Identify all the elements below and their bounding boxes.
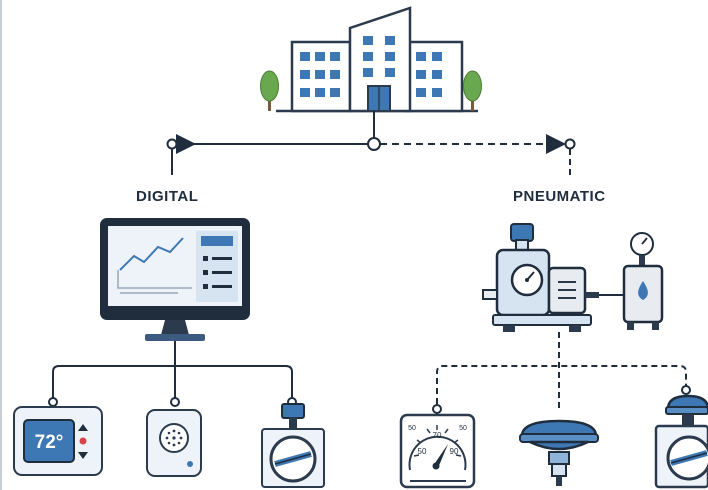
gauge-edge-tick-right: 50 — [459, 425, 467, 432]
window-edge — [0, 0, 2, 490]
air-tank-icon — [622, 232, 664, 330]
building-icon — [276, 6, 478, 113]
gauge-tick-90: 90 — [450, 447, 459, 456]
sensor-icon — [146, 409, 202, 477]
gauge-edge-tick-left: 50 — [408, 425, 416, 432]
connector-lines — [166, 111, 576, 176]
thermostat-display: 72° — [35, 432, 64, 453]
tree-icon — [260, 70, 279, 111]
chart-line-icon — [117, 237, 192, 294]
digital-wiring — [48, 341, 297, 407]
pneumatic-tubing — [436, 332, 687, 410]
pneumatic-valve-icon — [654, 394, 708, 489]
dial-gauge-icon — [399, 413, 476, 489]
pneumatic-label: PNEUMATIC — [513, 188, 606, 205]
pressure-gauge-icon — [510, 263, 544, 297]
gauge-tick-50: 50 — [418, 447, 427, 456]
gauge-tick-70: 70 — [433, 431, 442, 440]
pneumatic-actuator-icon — [519, 419, 599, 486]
digital-label: DIGITAL — [136, 188, 199, 205]
thermostat-icon — [13, 406, 103, 476]
tree-icon — [463, 70, 482, 111]
damper-actuator-icon — [261, 403, 325, 488]
compressor-icon — [482, 223, 624, 332]
monitor-icon — [100, 218, 250, 341]
